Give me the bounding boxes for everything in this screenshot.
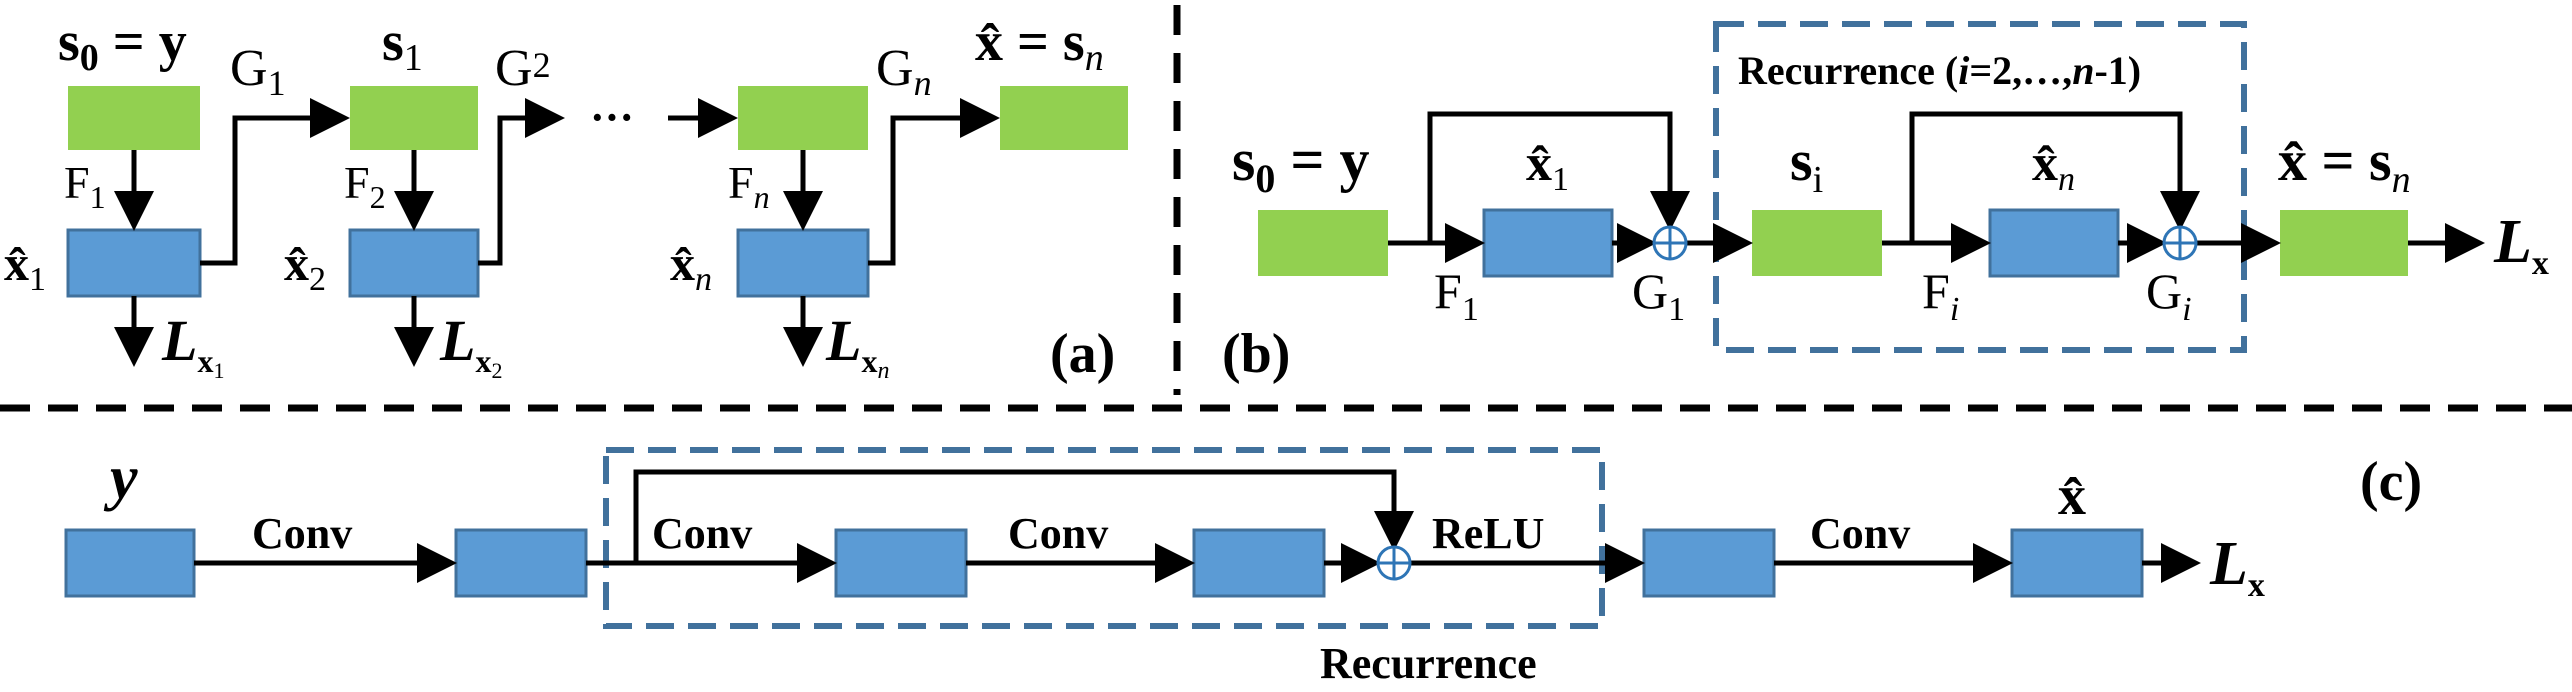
recurrence-title: Recurrence (i=2,…,n-1) (1738, 48, 2141, 93)
ellipsis: ··· (590, 93, 634, 142)
label-conv-3: Conv (1008, 509, 1108, 558)
label-conv-2: Conv (652, 509, 752, 558)
label-f2: F2 (344, 157, 386, 215)
label-s0-eq-y: s0 = y (58, 11, 187, 79)
label-s1: s1 (382, 11, 423, 79)
output-block-xhat (2010, 528, 2144, 598)
label-loss-x1: Lx1 (161, 308, 224, 383)
label-recurrence: Recurrence (1320, 639, 1537, 688)
label-f1: F1 (1434, 263, 1479, 328)
arrow-g1 (200, 98, 350, 266)
label-loss-x: Lx (2493, 208, 2549, 282)
skip-connection-i (1909, 111, 2200, 243)
conv-block-5 (1642, 528, 1776, 598)
estimate-block-x1 (1482, 208, 1614, 278)
skip-connection-1 (1427, 111, 1690, 243)
panel-label-c: (c) (2360, 451, 2422, 513)
state-block-si (1752, 210, 1882, 276)
recurrence-box-b (1713, 21, 2247, 353)
state-block-s0 (1258, 210, 1388, 276)
state-block-s1 (350, 86, 478, 150)
skip-connection (633, 469, 1414, 563)
label-f1: F1 (64, 157, 106, 215)
label-xhat: x̂ (2058, 465, 2086, 527)
sum-node-gi (2162, 225, 2198, 261)
label-conv-1: Conv (252, 509, 352, 558)
sum-node (1376, 545, 1412, 581)
arrow-g2 (478, 98, 565, 266)
label-loss-x2: Lx2 (439, 308, 502, 383)
label-loss-x: Lx (2209, 530, 2265, 604)
label-si: si (1790, 128, 1823, 201)
label-xhat2: x̂2 (284, 235, 326, 298)
label-xhat1: x̂1 (1526, 135, 1569, 198)
label-fi: Fi (1922, 263, 1959, 328)
label-g1: G1 (1632, 263, 1685, 328)
conv-block-2 (454, 528, 588, 598)
state-block-sn (1000, 86, 1128, 150)
panel-label-b: (b) (1222, 323, 1290, 385)
label-g1: G1 (230, 40, 286, 103)
label-xhatn: x̂n (2032, 135, 2075, 198)
label-gn: Gn (876, 40, 932, 103)
panel-a: s0 = y s1 x̂ = sn G1 G2 ··· Gn F1 F2 Fn … (4, 11, 1128, 385)
label-relu: ReLU (1432, 509, 1544, 558)
state-block-sn (2280, 210, 2408, 276)
state-block-s0 (68, 86, 200, 150)
panel-b: s0 = y x̂1 F1 G1 Recurrence (i=2,…,n-1) … (1222, 21, 2549, 385)
panel-label-a: (a) (1050, 323, 1115, 385)
conv-block-4 (1192, 528, 1326, 598)
label-loss-xn: Lxn (825, 308, 889, 384)
state-block-sn-1 (738, 86, 868, 150)
label-conv-4: Conv (1810, 509, 1910, 558)
sum-node-g1 (1652, 225, 1688, 261)
estimate-block-x1 (66, 228, 202, 298)
label-xhat-eq-sn: x̂ = sn (975, 11, 1104, 79)
conv-block-1 (64, 528, 196, 598)
label-y: y (103, 444, 138, 512)
panel-c: y Conv Conv Conv ReLU Conv x̂ Lx Recurre… (64, 444, 2422, 688)
label-gi: Gi (2146, 263, 2192, 328)
label-xhatn: x̂n (670, 235, 712, 298)
label-fn: Fn (728, 157, 770, 215)
label-xhat1: x̂1 (4, 235, 46, 298)
label-xhat-eq-sn: x̂ = sn (2278, 128, 2411, 201)
conv-block-3 (834, 528, 968, 598)
estimate-block-xn (736, 228, 870, 298)
arrow-gn (868, 98, 1000, 266)
label-s0-eq-y: s0 = y (1232, 127, 1370, 201)
estimate-block-xn (1988, 208, 2120, 278)
estimate-block-x2 (348, 228, 480, 298)
label-g2: G2 (495, 40, 551, 97)
